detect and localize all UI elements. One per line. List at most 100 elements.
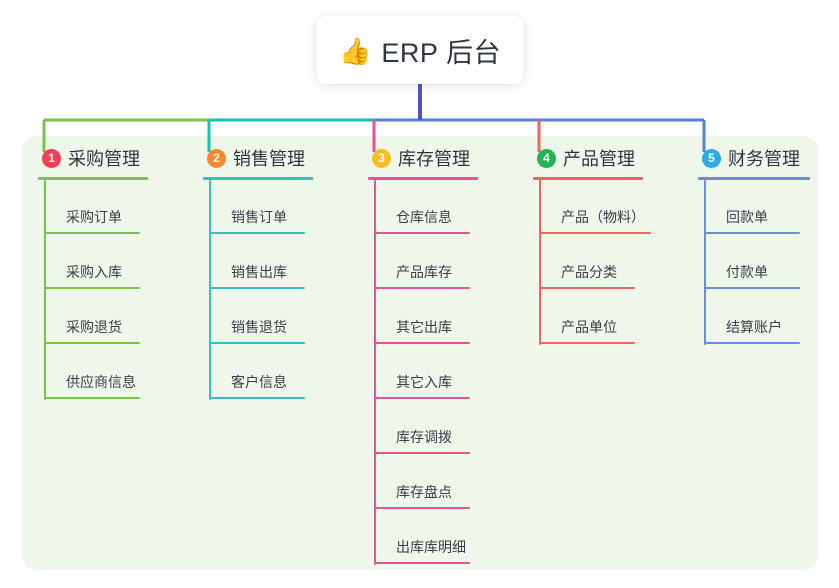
branch-item-label: 采购退货 xyxy=(66,319,122,335)
branch-item-label: 库存调拨 xyxy=(396,429,452,445)
branch-item[interactable]: 出库库明细 xyxy=(368,510,478,565)
branch-item-underline xyxy=(44,397,140,399)
branch-item-underline xyxy=(209,287,305,289)
branch-item-underline xyxy=(44,342,140,344)
branch-item-label: 产品单位 xyxy=(561,319,617,335)
branch-item[interactable]: 回款单 xyxy=(698,180,810,235)
branch-item-list: 回款单付款单结算账户 xyxy=(698,180,810,345)
thumbs-up-icon: 👍 xyxy=(339,36,372,66)
branch-item-underline xyxy=(539,342,635,344)
branch-header-underline xyxy=(368,177,478,180)
branch-number-badge: 3 xyxy=(372,148,391,168)
branch-number-badge: 4 xyxy=(537,148,556,168)
branch-title: 销售管理 xyxy=(233,149,305,169)
branch-title: 产品管理 xyxy=(563,149,635,169)
branch-item-label: 付款单 xyxy=(726,264,768,280)
branch-header-underline xyxy=(533,177,643,180)
branch-item-label: 结算账户 xyxy=(726,319,782,335)
branch-column-2: 2 销售管理销售订单销售出库销售退货客户信息 xyxy=(203,145,313,400)
branch-item-label: 回款单 xyxy=(726,209,768,225)
branch-header-1[interactable]: 1 采购管理 xyxy=(38,145,148,171)
branch-column-1: 1 采购管理采购订单采购入库采购退货供应商信息 xyxy=(38,145,148,400)
branch-item[interactable]: 库存盘点 xyxy=(368,455,478,510)
diagram-background-panel xyxy=(22,136,818,570)
branch-item-label: 销售出库 xyxy=(231,264,287,280)
branch-spine xyxy=(44,180,46,400)
branch-item-underline xyxy=(704,287,800,289)
branch-item-label: 其它出库 xyxy=(396,319,452,335)
branch-item[interactable]: 产品分类 xyxy=(533,235,643,290)
root-title: ERP 后台 xyxy=(381,37,501,68)
branch-item-underline xyxy=(704,342,800,344)
branch-title: 财务管理 xyxy=(728,149,800,169)
branch-item-underline xyxy=(374,452,470,454)
branch-item-label: 销售退货 xyxy=(231,319,287,335)
branch-spine xyxy=(539,180,541,345)
branch-spine xyxy=(374,180,376,565)
branch-header-2[interactable]: 2 销售管理 xyxy=(203,145,313,171)
branch-item[interactable]: 结算账户 xyxy=(698,290,810,345)
branch-item-list: 产品（物料） 产品分类产品单位 xyxy=(533,180,651,345)
branch-header-underline xyxy=(38,177,148,180)
branch-number-badge: 1 xyxy=(42,148,61,168)
branch-item[interactable]: 产品（物料） xyxy=(533,180,651,235)
branch-header-underline xyxy=(203,177,313,180)
branch-item-underline xyxy=(704,232,800,234)
branch-item-label: 产品（物料） xyxy=(561,209,645,225)
branch-item-label: 采购订单 xyxy=(66,209,122,225)
branch-item-underline xyxy=(374,562,470,564)
branch-item[interactable]: 仓库信息 xyxy=(368,180,478,235)
branch-item-underline xyxy=(209,397,305,399)
branch-item[interactable]: 采购入库 xyxy=(38,235,148,290)
branch-item[interactable]: 供应商信息 xyxy=(38,345,148,400)
branch-item-underline xyxy=(44,232,140,234)
branch-item[interactable]: 库存调拨 xyxy=(368,400,478,455)
branch-item-underline xyxy=(374,232,470,234)
branch-item-list: 销售订单销售出库销售退货客户信息 xyxy=(203,180,313,400)
branch-item[interactable]: 销售订单 xyxy=(203,180,313,235)
branch-item-label: 其它入库 xyxy=(396,374,452,390)
branch-item-list: 仓库信息产品库存其它出库其它入库库存调拨库存盘点出库库明细 xyxy=(368,180,478,565)
branch-item-underline xyxy=(374,342,470,344)
branch-item[interactable]: 付款单 xyxy=(698,235,810,290)
branch-title: 库存管理 xyxy=(398,149,470,169)
branch-header-underline xyxy=(698,177,810,180)
branch-spine xyxy=(704,180,706,345)
branch-item[interactable]: 其它入库 xyxy=(368,345,478,400)
branch-header-5[interactable]: 5 财务管理 xyxy=(698,145,810,171)
branch-number-badge: 2 xyxy=(207,148,226,168)
branch-item-underline xyxy=(374,287,470,289)
branch-item-label: 仓库信息 xyxy=(396,209,452,225)
branch-item-underline xyxy=(374,507,470,509)
branch-item[interactable]: 产品单位 xyxy=(533,290,643,345)
branch-item[interactable]: 客户信息 xyxy=(203,345,313,400)
branch-item-label: 产品库存 xyxy=(396,264,452,280)
branch-header-3[interactable]: 3 库存管理 xyxy=(368,145,478,171)
branch-item-label: 销售订单 xyxy=(231,209,287,225)
branch-column-3: 3 库存管理仓库信息产品库存其它出库其它入库库存调拨库存盘点出库库明细 xyxy=(368,145,478,565)
branch-item-label: 客户信息 xyxy=(231,374,287,390)
branch-item[interactable]: 销售出库 xyxy=(203,235,313,290)
branch-item[interactable]: 采购退货 xyxy=(38,290,148,345)
branch-item-label: 采购入库 xyxy=(66,264,122,280)
branch-item[interactable]: 产品库存 xyxy=(368,235,478,290)
branch-item-underline xyxy=(539,287,635,289)
branch-item-underline xyxy=(374,397,470,399)
branch-column-4: 4 产品管理产品（物料） 产品分类产品单位 xyxy=(533,145,651,345)
branch-item-label: 供应商信息 xyxy=(66,374,136,390)
branch-item-underline xyxy=(209,232,305,234)
branch-item[interactable]: 销售退货 xyxy=(203,290,313,345)
branch-item-underline xyxy=(539,232,651,234)
branch-number-badge: 5 xyxy=(702,148,721,168)
root-node[interactable]: 👍 ERP 后台 xyxy=(316,16,524,84)
branch-item[interactable]: 采购订单 xyxy=(38,180,148,235)
branch-column-5: 5 财务管理回款单付款单结算账户 xyxy=(698,145,810,345)
branch-item-label: 出库库明细 xyxy=(396,539,466,555)
branch-item-underline xyxy=(209,342,305,344)
branch-item-label: 产品分类 xyxy=(561,264,617,280)
branch-item-label: 库存盘点 xyxy=(396,484,452,500)
branch-title: 采购管理 xyxy=(68,149,140,169)
branch-item[interactable]: 其它出库 xyxy=(368,290,478,345)
branch-header-4[interactable]: 4 产品管理 xyxy=(533,145,643,171)
